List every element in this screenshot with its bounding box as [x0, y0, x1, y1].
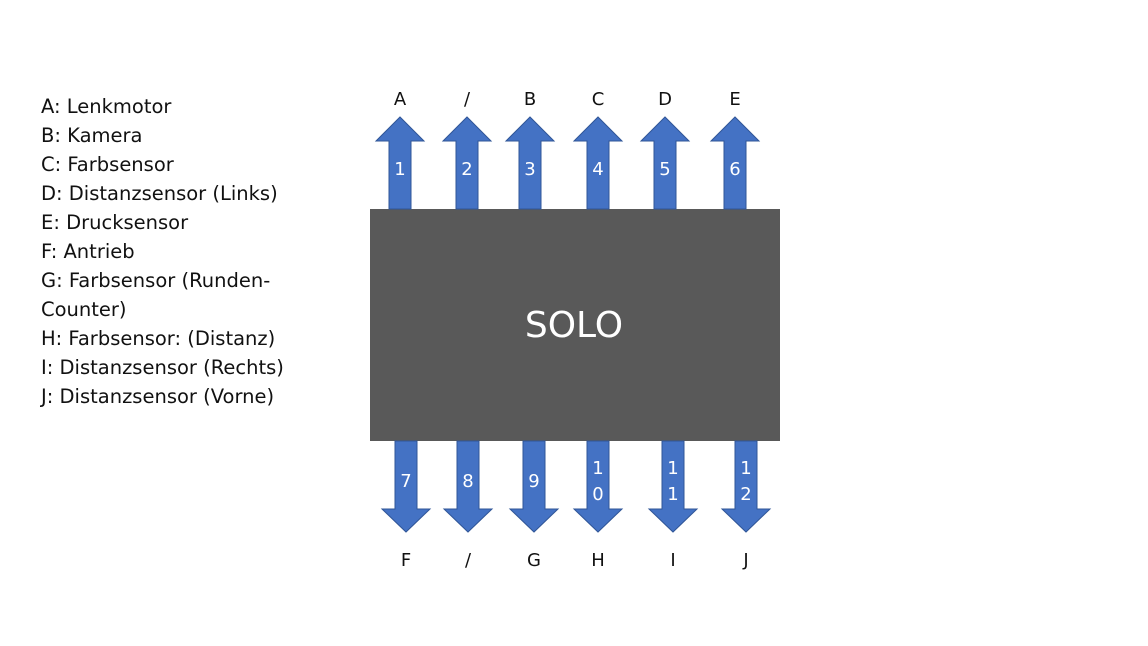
- legend-item: E: Drucksensor: [41, 211, 189, 234]
- legend-item: G: Farbsensor (Runden-: [41, 269, 271, 292]
- pin-bottom-6: 1 2J: [720, 440, 772, 571]
- pin-number: 2: [461, 159, 472, 180]
- legend-item: I: Distanzsensor (Rechts): [41, 356, 284, 379]
- pin-letter: I: [670, 550, 675, 571]
- pin-letter: C: [592, 89, 605, 110]
- pin-arrow: [441, 116, 493, 210]
- pin-number: 1: [667, 484, 678, 505]
- pin-arrow: [508, 440, 560, 533]
- pin-bottom-4: 1 0H: [572, 440, 624, 571]
- legend-item: H: Farbsensor: (Distanz): [41, 327, 276, 350]
- pin-letter: F: [401, 550, 411, 571]
- pin-number: 1: [394, 159, 405, 180]
- pin-number: 0: [592, 484, 603, 505]
- pin-bottom-1: 7F: [380, 440, 432, 571]
- pin-arrow: [720, 440, 772, 533]
- chip-label: SOLO: [525, 305, 623, 346]
- pin-arrow: [572, 440, 624, 533]
- pin-arrow: [572, 116, 624, 210]
- pin-letter: G: [527, 550, 541, 571]
- pin-arrow: [647, 440, 699, 533]
- pin-letter: J: [742, 550, 748, 571]
- pin-letter: H: [591, 550, 605, 571]
- pin-bottom-2: 8/: [442, 440, 494, 571]
- legend-item: Counter): [41, 298, 127, 321]
- pin-number: 9: [528, 471, 539, 492]
- pin-number: 1: [592, 458, 603, 479]
- legend-item: B: Kamera: [41, 124, 143, 147]
- pin-arrow: [504, 116, 556, 210]
- pin-letter: D: [658, 89, 672, 110]
- pin-arrow: [374, 116, 426, 210]
- pin-number: 3: [524, 159, 535, 180]
- pin-top-5: 5D: [639, 89, 691, 210]
- pin-top-2: 2/: [441, 89, 493, 210]
- pin-bottom-5: 1 1I: [647, 440, 699, 571]
- pin-legend: A: Lenkmotor B: Kamera C: Farbsensor D: …: [41, 92, 286, 411]
- legend-item: D: Distanzsensor (Links): [41, 182, 278, 205]
- pin-number: 2: [740, 484, 751, 505]
- pin-number: 1: [667, 458, 678, 479]
- pin-number: 4: [592, 159, 603, 180]
- pin-top-4: 4C: [572, 89, 624, 210]
- pin-letter: /: [464, 89, 471, 110]
- pin-top-3: 3B: [504, 89, 556, 210]
- pin-number: 6: [729, 159, 740, 180]
- chip-body: [370, 209, 780, 441]
- pin-letter: /: [465, 550, 472, 571]
- legend-item: F: Antrieb: [41, 240, 135, 263]
- pin-number: 5: [659, 159, 670, 180]
- pin-letter: E: [729, 89, 740, 110]
- legend-item: A: Lenkmotor: [41, 95, 172, 118]
- pin-top-6: 6E: [709, 89, 761, 210]
- pin-arrow: [380, 440, 432, 533]
- pin-top-1: 1A: [374, 89, 426, 210]
- pin-letter: A: [394, 89, 407, 110]
- pin-arrow: [442, 440, 494, 533]
- pin-number: 1: [740, 458, 751, 479]
- pin-number: 7: [400, 471, 411, 492]
- pin-bottom-3: 9G: [508, 440, 560, 571]
- pin-letter: B: [524, 89, 536, 110]
- pin-arrow: [709, 116, 761, 210]
- pin-arrow: [639, 116, 691, 210]
- legend-item: J: Distanzsensor (Vorne): [41, 385, 275, 408]
- legend-item: C: Farbsensor: [41, 153, 174, 176]
- pin-number: 8: [462, 471, 473, 492]
